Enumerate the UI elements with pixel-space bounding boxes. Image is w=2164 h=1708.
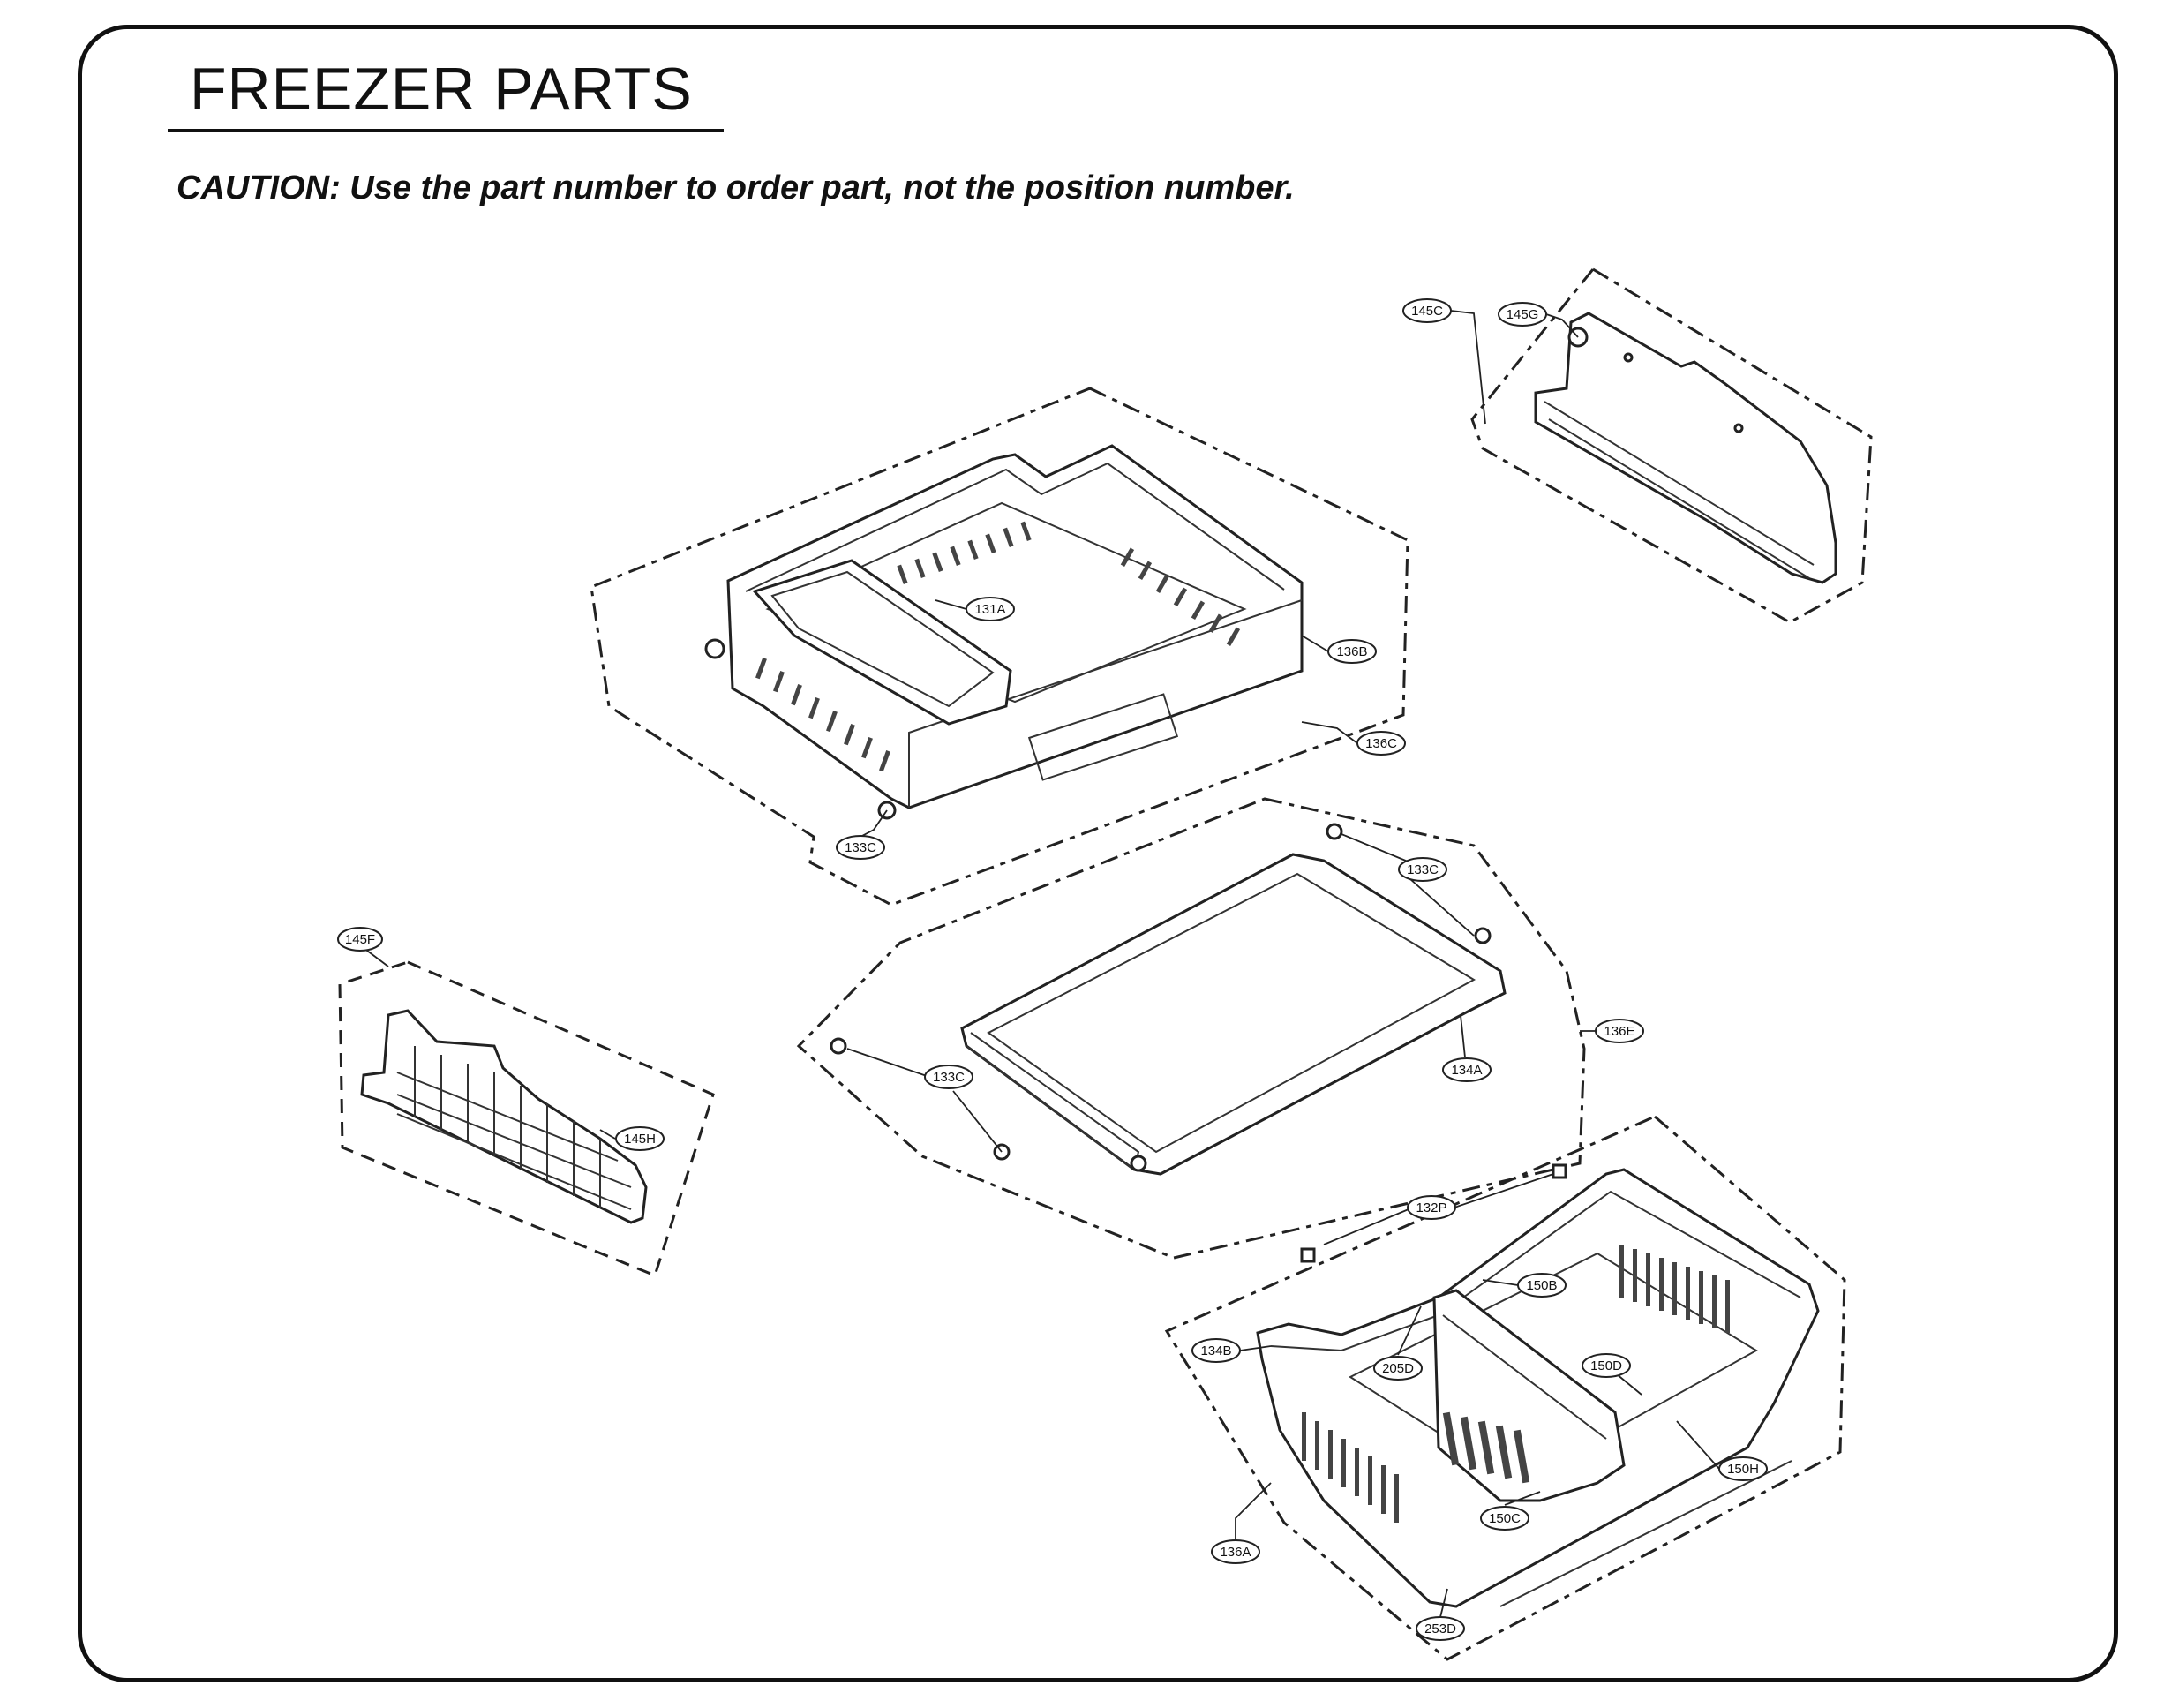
- callout-133C-right: 133C: [1398, 857, 1447, 882]
- lower-basket-vents: [1302, 1245, 1730, 1523]
- callout-150H: 150H: [1718, 1456, 1768, 1481]
- left-rail-grid: [396, 1046, 632, 1210]
- upper-drawer-roller-left: [704, 638, 725, 659]
- svg-text:133C: 133C: [1407, 862, 1439, 877]
- basket-divider-ridge: [1442, 1314, 1607, 1440]
- svg-text:145C: 145C: [1411, 304, 1443, 319]
- small-tray-inner: [770, 570, 995, 708]
- callout-131A: 131A: [966, 597, 1015, 621]
- basket-rail-bar: [1499, 1460, 1792, 1607]
- svg-text:145F: 145F: [345, 932, 375, 947]
- svg-text:205D: 205D: [1382, 1361, 1414, 1376]
- left-rail: [360, 1009, 648, 1224]
- rail-hole-1: [1623, 352, 1634, 363]
- middle-tray: [960, 853, 1507, 1176]
- lower-basket-group: [1164, 1115, 1846, 1661]
- page-title: FREEZER PARTS: [190, 56, 693, 123]
- upper-drawer-basket: [726, 444, 1304, 809]
- group-boundary-136E: [796, 797, 1586, 1260]
- callout-134A: 134A: [1442, 1057, 1492, 1082]
- upper-drawer-group: [590, 387, 1409, 907]
- upper-drawer-front-edge: [908, 599, 1303, 808]
- right-rail-groove: [1544, 401, 1815, 566]
- left-rail-group: [338, 960, 715, 1278]
- upper-drawer-side-vents: [755, 521, 1241, 772]
- right-rail-groove-lower: [1548, 418, 1810, 579]
- callout-132P: 132P: [1407, 1195, 1456, 1220]
- small-tray: [752, 559, 1012, 726]
- callout-134B: 134B: [1191, 1338, 1241, 1363]
- callout-145H: 145H: [615, 1126, 665, 1151]
- svg-text:150D: 150D: [1590, 1358, 1622, 1373]
- svg-text:136B: 136B: [1336, 644, 1367, 659]
- callout-145G: 145G: [1498, 302, 1547, 327]
- mid-bolt-1: [1326, 823, 1343, 840]
- clip-upper: [1552, 1163, 1567, 1179]
- svg-text:150C: 150C: [1489, 1511, 1521, 1526]
- callout-253D: 253D: [1416, 1616, 1465, 1641]
- svg-text:253D: 253D: [1424, 1621, 1456, 1637]
- mid-bolt-3: [830, 1037, 847, 1055]
- group-boundary-145F: [338, 960, 715, 1278]
- svg-text:134A: 134A: [1451, 1063, 1482, 1078]
- diagram-frame: [78, 25, 2118, 1682]
- rail-hole-2: [1733, 423, 1744, 433]
- callout-150C: 150C: [1480, 1506, 1529, 1531]
- mid-bolt-5: [1130, 1155, 1147, 1172]
- svg-text:131A: 131A: [974, 602, 1005, 617]
- group-boundary-136C: [590, 387, 1409, 907]
- callout-133C-upper: 133C: [836, 835, 885, 860]
- upper-drawer-rim: [745, 462, 1285, 592]
- svg-text:145H: 145H: [624, 1132, 656, 1147]
- callout-205D: 205D: [1373, 1356, 1423, 1381]
- clip-lower: [1300, 1247, 1316, 1263]
- svg-text:145G: 145G: [1507, 307, 1539, 322]
- middle-tray-group: [796, 797, 1586, 1260]
- callout-150B: 150B: [1517, 1273, 1567, 1298]
- svg-text:150H: 150H: [1727, 1462, 1759, 1477]
- basket-divider: [1432, 1289, 1626, 1502]
- callout-136E: 136E: [1595, 1019, 1644, 1043]
- mid-bolt-2: [1474, 927, 1492, 944]
- leader-lines: [359, 310, 1720, 1618]
- svg-text:150B: 150B: [1526, 1278, 1557, 1293]
- group-boundary-145C: [1470, 267, 1873, 624]
- svg-text:134B: 134B: [1200, 1343, 1231, 1358]
- right-rail-group: [1470, 267, 1873, 624]
- callout-136B: 136B: [1327, 639, 1377, 664]
- svg-text:132P: 132P: [1416, 1200, 1446, 1215]
- upper-drawer-handle: [1027, 693, 1179, 781]
- title-underline: [168, 129, 724, 132]
- callout-150D: 150D: [1582, 1353, 1631, 1378]
- callout-133C-middle: 133C: [924, 1065, 973, 1089]
- svg-text:136A: 136A: [1220, 1545, 1251, 1560]
- svg-text:136E: 136E: [1604, 1024, 1634, 1039]
- caution-note: CAUTION: Use the part number to order pa…: [177, 169, 1295, 207]
- middle-tray-floor: [987, 872, 1476, 1154]
- callout-136A: 136A: [1211, 1539, 1260, 1564]
- svg-text:133C: 133C: [845, 840, 876, 855]
- svg-text:133C: 133C: [933, 1070, 965, 1085]
- callout-145C: 145C: [1402, 298, 1452, 323]
- svg-text:136C: 136C: [1365, 736, 1397, 751]
- callout-136C: 136C: [1356, 731, 1406, 756]
- callout-145F: 145F: [337, 927, 383, 952]
- group-boundary-136A: [1164, 1115, 1846, 1661]
- right-rail: [1534, 312, 1837, 584]
